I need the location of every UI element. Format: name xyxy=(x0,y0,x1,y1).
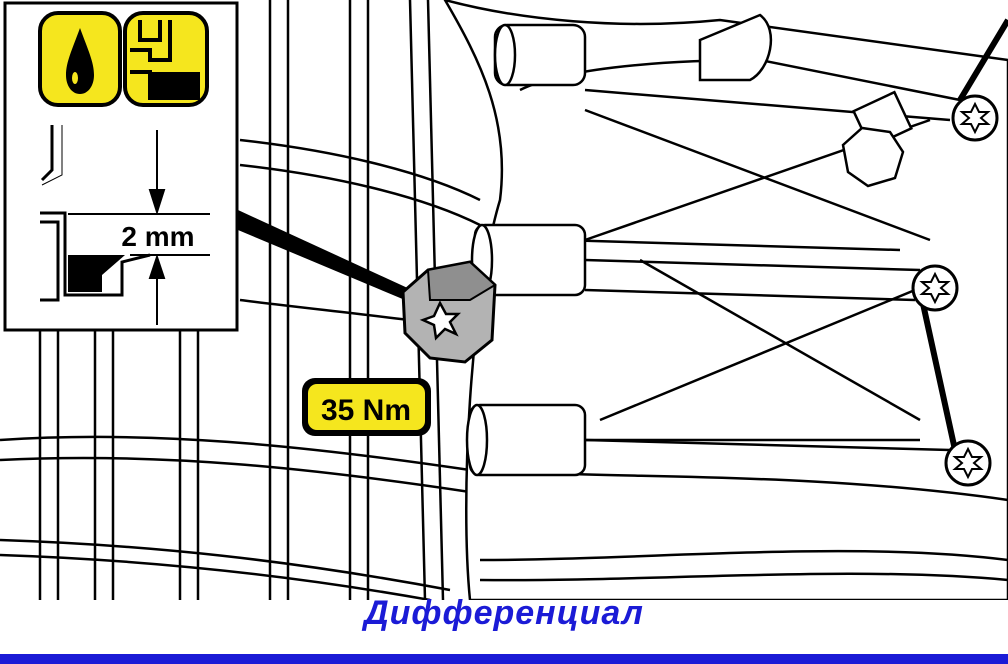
gap-dimension xyxy=(68,130,210,325)
hex-bolt xyxy=(841,90,913,188)
torx-bolt-middle xyxy=(911,264,959,312)
torque-label: 35 Nm xyxy=(321,394,411,427)
torx-bolt-icon xyxy=(401,260,497,364)
fill-level-inset: 2 mm xyxy=(3,1,239,332)
differential-illustration: 2 mm 35 Nm xyxy=(0,0,1008,600)
torx-bolt-upper xyxy=(951,94,999,142)
gap-label: 2 mm xyxy=(121,221,194,252)
fluid-level-icon xyxy=(123,11,209,107)
oil-drop-icon xyxy=(38,11,122,107)
level-cross-section xyxy=(40,125,151,302)
linkage-arms xyxy=(584,18,1008,452)
torx-bolt-lower xyxy=(944,439,992,487)
oil-level-fill xyxy=(68,255,125,292)
torque-badge: 35 Nm xyxy=(302,378,431,436)
bottom-rule xyxy=(0,654,1008,664)
callout-leader xyxy=(238,210,412,300)
figure-caption: Дифференциал xyxy=(364,594,644,632)
